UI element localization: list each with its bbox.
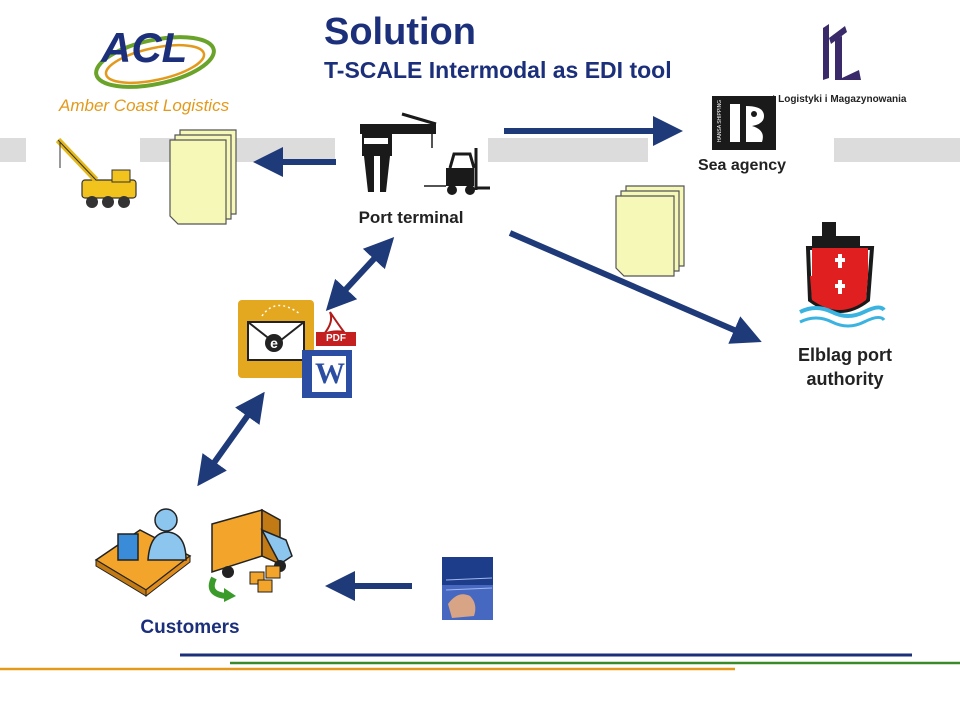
institute-name: t Logistyki i Magazynowania xyxy=(772,94,907,105)
customers-label: Customers xyxy=(140,617,240,638)
acl-logo: ACL Amber Coast Logistics xyxy=(55,18,235,118)
delivery-truck-icon xyxy=(208,508,293,602)
customer-desk-icon xyxy=(94,508,192,598)
email-letter: e xyxy=(270,335,278,351)
header-band-left xyxy=(0,138,26,162)
word-letter: W xyxy=(315,357,345,390)
gantry-crane-icon xyxy=(360,112,437,192)
header-band-right xyxy=(488,138,648,162)
elblag-authority-label-line1: Elblag port xyxy=(798,345,892,365)
arrow-terminal-email-bidirectional xyxy=(325,236,395,312)
ship-crest-icon xyxy=(799,222,886,328)
header-band-far-right xyxy=(834,138,960,162)
document-stack-right-icon xyxy=(615,185,685,277)
elblag-authority-label-line2: authority xyxy=(806,369,884,389)
sea-agency-logo: HANSA SHIPPING xyxy=(712,96,776,150)
page-title: Solution xyxy=(324,11,476,53)
document-stack-left-icon xyxy=(169,129,237,225)
email-icon xyxy=(238,300,314,378)
arrow-email-customers-bidirectional xyxy=(197,391,265,487)
forklift-icon xyxy=(424,148,490,195)
acl-company-name: Amber Coast Logistics xyxy=(59,96,230,115)
computer-keyboard-icon xyxy=(442,557,493,620)
institute-logo-icon xyxy=(823,24,861,80)
mobile-crane-icon xyxy=(55,137,137,208)
institute-logo xyxy=(815,18,875,88)
port-terminal-label: Port terminal xyxy=(358,208,464,227)
acl-swoosh-icon xyxy=(94,35,216,89)
word-document-icon xyxy=(302,350,352,398)
page-subtitle: T-SCALE Intermodal as EDI tool xyxy=(324,57,672,83)
sea-agency-logo-icon xyxy=(730,104,764,142)
pdf-label: PDF xyxy=(326,333,346,344)
pdf-icon xyxy=(316,311,356,346)
arrow-terminal-to-port-authority xyxy=(508,230,762,344)
acl-mark: ACL xyxy=(101,24,188,71)
sea-agency-label: Sea agency xyxy=(697,157,787,174)
